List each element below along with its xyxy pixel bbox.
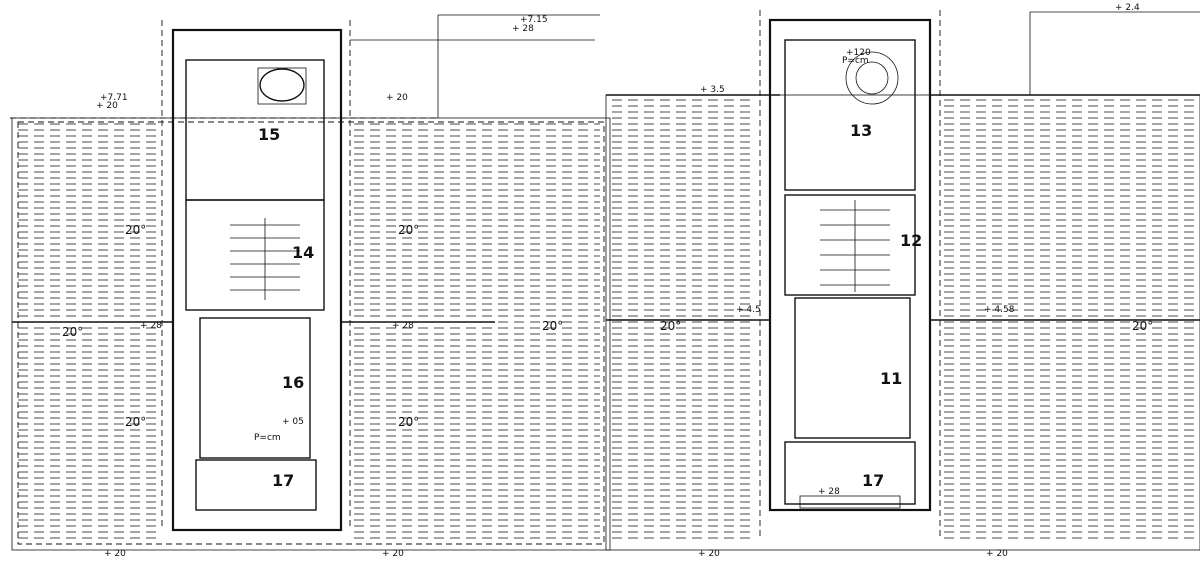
- elevation-mark: + 20: [382, 549, 404, 559]
- elevation-mark: + 20: [104, 549, 126, 559]
- left-room-16: [199, 317, 311, 459]
- room-label: 12: [900, 231, 922, 250]
- room-label: 11: [880, 369, 902, 388]
- right-fixture-round: [845, 51, 899, 105]
- left-roof-hatching: [18, 123, 600, 539]
- elevation-mark: + 20: [386, 93, 408, 103]
- right-fixture-round-inner: [855, 61, 889, 95]
- right-room-17: [784, 441, 916, 505]
- elevation-mark: + 28: [512, 24, 534, 34]
- right-step: [799, 495, 901, 509]
- room-label: 16: [282, 373, 304, 392]
- right-room-13: [784, 39, 916, 191]
- left-fixture-cabinet: [257, 67, 307, 105]
- right-plan: [605, 10, 1200, 551]
- slope-label: 20°: [125, 223, 146, 237]
- elevation-mark: + 28: [392, 321, 414, 331]
- elevation-mark: + 4.5: [736, 305, 761, 315]
- room-label: 15: [258, 125, 280, 144]
- elevation-mark: + 20: [986, 549, 1008, 559]
- slope-label: 20°: [542, 319, 563, 333]
- right-room-12: [784, 194, 916, 296]
- right-building-walls: [768, 18, 932, 512]
- elevation-mark: +120: [846, 48, 871, 58]
- slope-label: 20°: [125, 415, 146, 429]
- left-roof-outline: [17, 121, 605, 545]
- elevation-mark: + 3.5: [700, 85, 725, 95]
- elevation-mark: +7.15: [520, 15, 548, 25]
- slope-label: 20°: [1132, 319, 1153, 333]
- room-label: 17: [272, 471, 294, 490]
- room-note: P=cm: [254, 433, 281, 443]
- elevation-mark: +7.71: [100, 93, 128, 103]
- left-building-walls: [171, 28, 343, 532]
- right-roof-hatching: [612, 99, 1196, 539]
- right-outer-boundary: [605, 94, 1200, 551]
- left-stair: [230, 218, 300, 300]
- slope-label: 20°: [398, 223, 419, 237]
- slope-label: 20°: [660, 319, 681, 333]
- left-plan: [10, 14, 611, 551]
- room-label: 13: [850, 121, 872, 140]
- left-room-14: [185, 199, 325, 311]
- elevation-mark: + 28: [818, 487, 840, 497]
- elevation-mark: + 4.58: [984, 305, 1015, 315]
- elevation-mark: + 20: [698, 549, 720, 559]
- right-labels: 13 12 11 17 +120 P=cm + 2.4 + 3.5 + 4.5 …: [660, 3, 1153, 559]
- left-labels: 15 14 16 17 20° 20° 20° 20° 20° 20° +7.1…: [62, 15, 563, 559]
- left-room-17: [195, 459, 317, 511]
- room-label: 17: [862, 471, 884, 490]
- elevation-mark: + 05: [282, 417, 304, 427]
- slope-label: 20°: [398, 415, 419, 429]
- elevation-mark: + 2.4: [1115, 3, 1140, 13]
- elevation-mark: + 20: [96, 101, 118, 111]
- right-stair: [820, 200, 890, 292]
- room-label: 14: [292, 243, 314, 262]
- room-note: P=cm: [842, 56, 869, 66]
- slope-label: 20°: [62, 325, 83, 339]
- left-fixture-sink: [259, 68, 305, 102]
- right-room-11: [794, 297, 911, 439]
- elevation-mark: + 28: [140, 321, 162, 331]
